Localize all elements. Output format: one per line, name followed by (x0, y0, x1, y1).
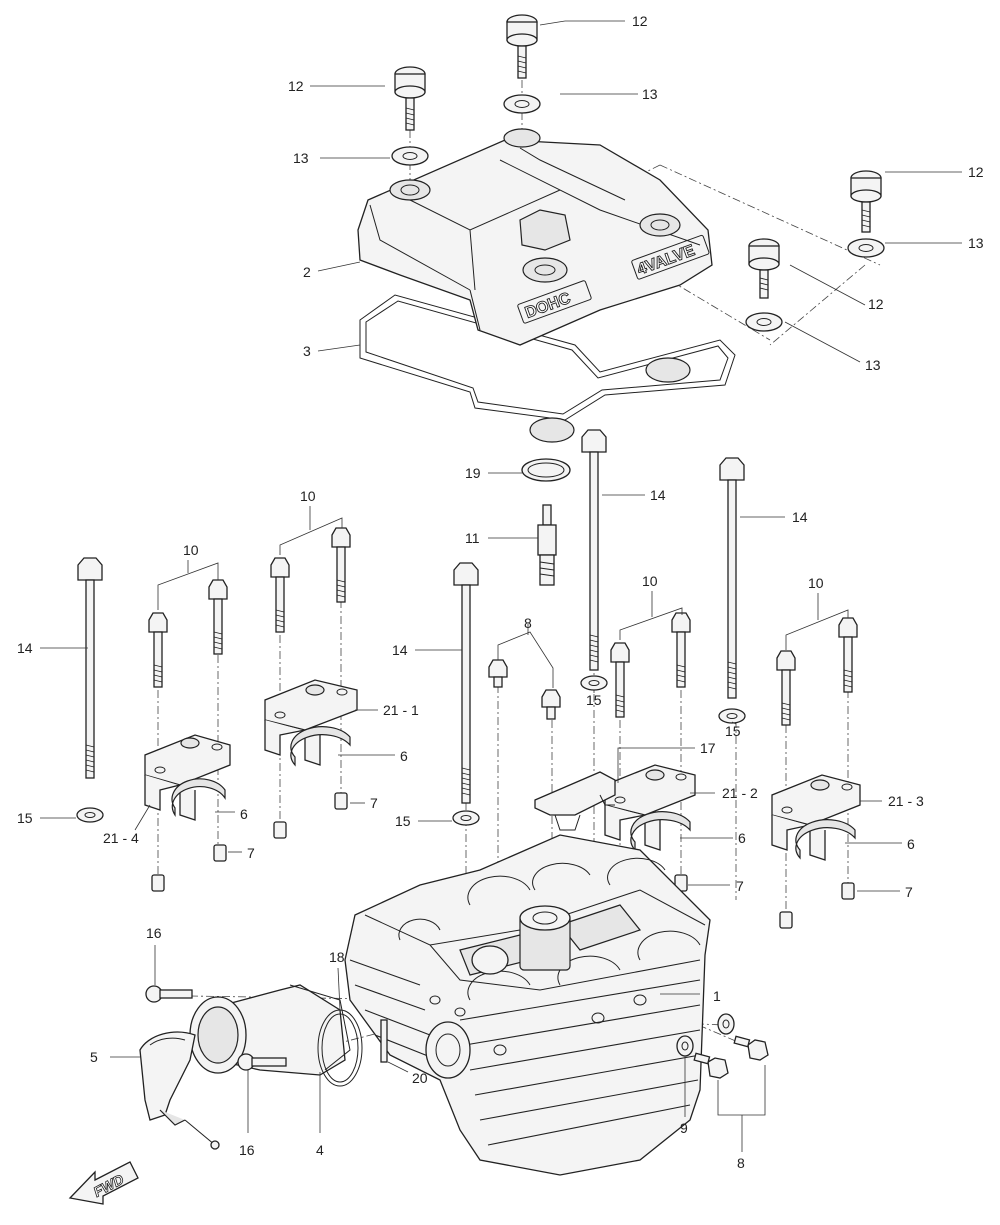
hose-clamp (139, 1031, 220, 1150)
cylinder-head (344, 834, 711, 1176)
label-14b: 14 (392, 642, 408, 658)
cover-gasket (359, 294, 736, 421)
label-13c: 13 (968, 235, 984, 251)
label-4: 4 (316, 1142, 324, 1158)
stud-bolts-14 (77, 429, 745, 804)
valve-cover: DOHC 4VALVE (357, 128, 713, 346)
cam-holder-21-4 (144, 734, 231, 821)
label-21-4: 21 - 4 (103, 830, 139, 846)
label-6d: 6 (907, 836, 915, 852)
cover-bolt-12a (506, 14, 538, 79)
head-bolts-8-lower (693, 1035, 769, 1079)
label-15b: 15 (395, 813, 411, 829)
washers-15 (76, 675, 746, 826)
cam-cap-bolts-10 (148, 527, 858, 726)
washers-13 (391, 94, 885, 332)
leader-lines (40, 20, 962, 1152)
o-ring (521, 458, 571, 482)
spark-plug (537, 504, 557, 586)
cover-bolt-12b (394, 66, 426, 131)
label-10b: 10 (300, 488, 316, 504)
fwd-arrow-icon: FWD (68, 1161, 139, 1205)
label-15d: 15 (725, 723, 741, 739)
label-10a: 10 (183, 542, 199, 558)
label-12c: 12 (968, 164, 984, 180)
label-5: 5 (90, 1049, 98, 1065)
label-6a: 6 (400, 748, 408, 764)
label-16a: 16 (146, 925, 162, 941)
label-15c: 15 (586, 692, 602, 708)
label-13a: 13 (642, 86, 658, 102)
label-16b: 16 (239, 1142, 255, 1158)
chain-guide-bolts-8 (488, 659, 561, 720)
label-17: 17 (700, 740, 716, 756)
label-14a: 14 (17, 640, 33, 656)
label-18: 18 (329, 949, 345, 965)
cover-bolt-12c (850, 170, 882, 233)
label-19: 19 (465, 465, 481, 481)
label-13b: 13 (293, 150, 309, 166)
label-12b: 12 (288, 78, 304, 94)
label-8b: 8 (737, 1155, 745, 1171)
label-10c: 10 (642, 573, 658, 589)
label-6b: 6 (240, 806, 248, 822)
label-13d: 13 (865, 357, 881, 373)
cam-holder-21-2 (604, 764, 696, 852)
cam-holder-21-3 (771, 774, 861, 861)
label-21-3: 21 - 3 (888, 793, 924, 809)
cover-bolt-12d (748, 238, 780, 299)
dowel-pins-7 (151, 792, 855, 929)
label-20: 20 (412, 1070, 428, 1086)
label-7d: 7 (905, 884, 913, 900)
intake-bolts-16 (145, 985, 287, 1071)
label-3: 3 (303, 343, 311, 359)
label-7a: 7 (370, 795, 378, 811)
label-1: 1 (713, 988, 721, 1004)
label-6c: 6 (738, 830, 746, 846)
label-9: 9 (680, 1120, 688, 1136)
callout-labels: 1 2 3 4 5 6 6 6 6 7 7 7 7 8 8 9 10 10 10… (17, 13, 984, 1171)
label-7b: 7 (247, 845, 255, 861)
label-21-2: 21 - 2 (722, 785, 758, 801)
cam-holder-21-1 (264, 679, 358, 767)
label-8a: 8 (524, 615, 532, 631)
chain-guide (534, 771, 616, 831)
label-14d: 14 (792, 509, 808, 525)
label-7c: 7 (736, 878, 744, 894)
label-21-1: 21 - 1 (383, 702, 419, 718)
label-12a: 12 (632, 13, 648, 29)
label-11: 11 (465, 530, 480, 546)
label-10d: 10 (808, 575, 824, 591)
label-14c: 14 (650, 487, 666, 503)
label-12d: 12 (868, 296, 884, 312)
label-15a: 15 (17, 810, 33, 826)
label-2: 2 (303, 264, 311, 280)
